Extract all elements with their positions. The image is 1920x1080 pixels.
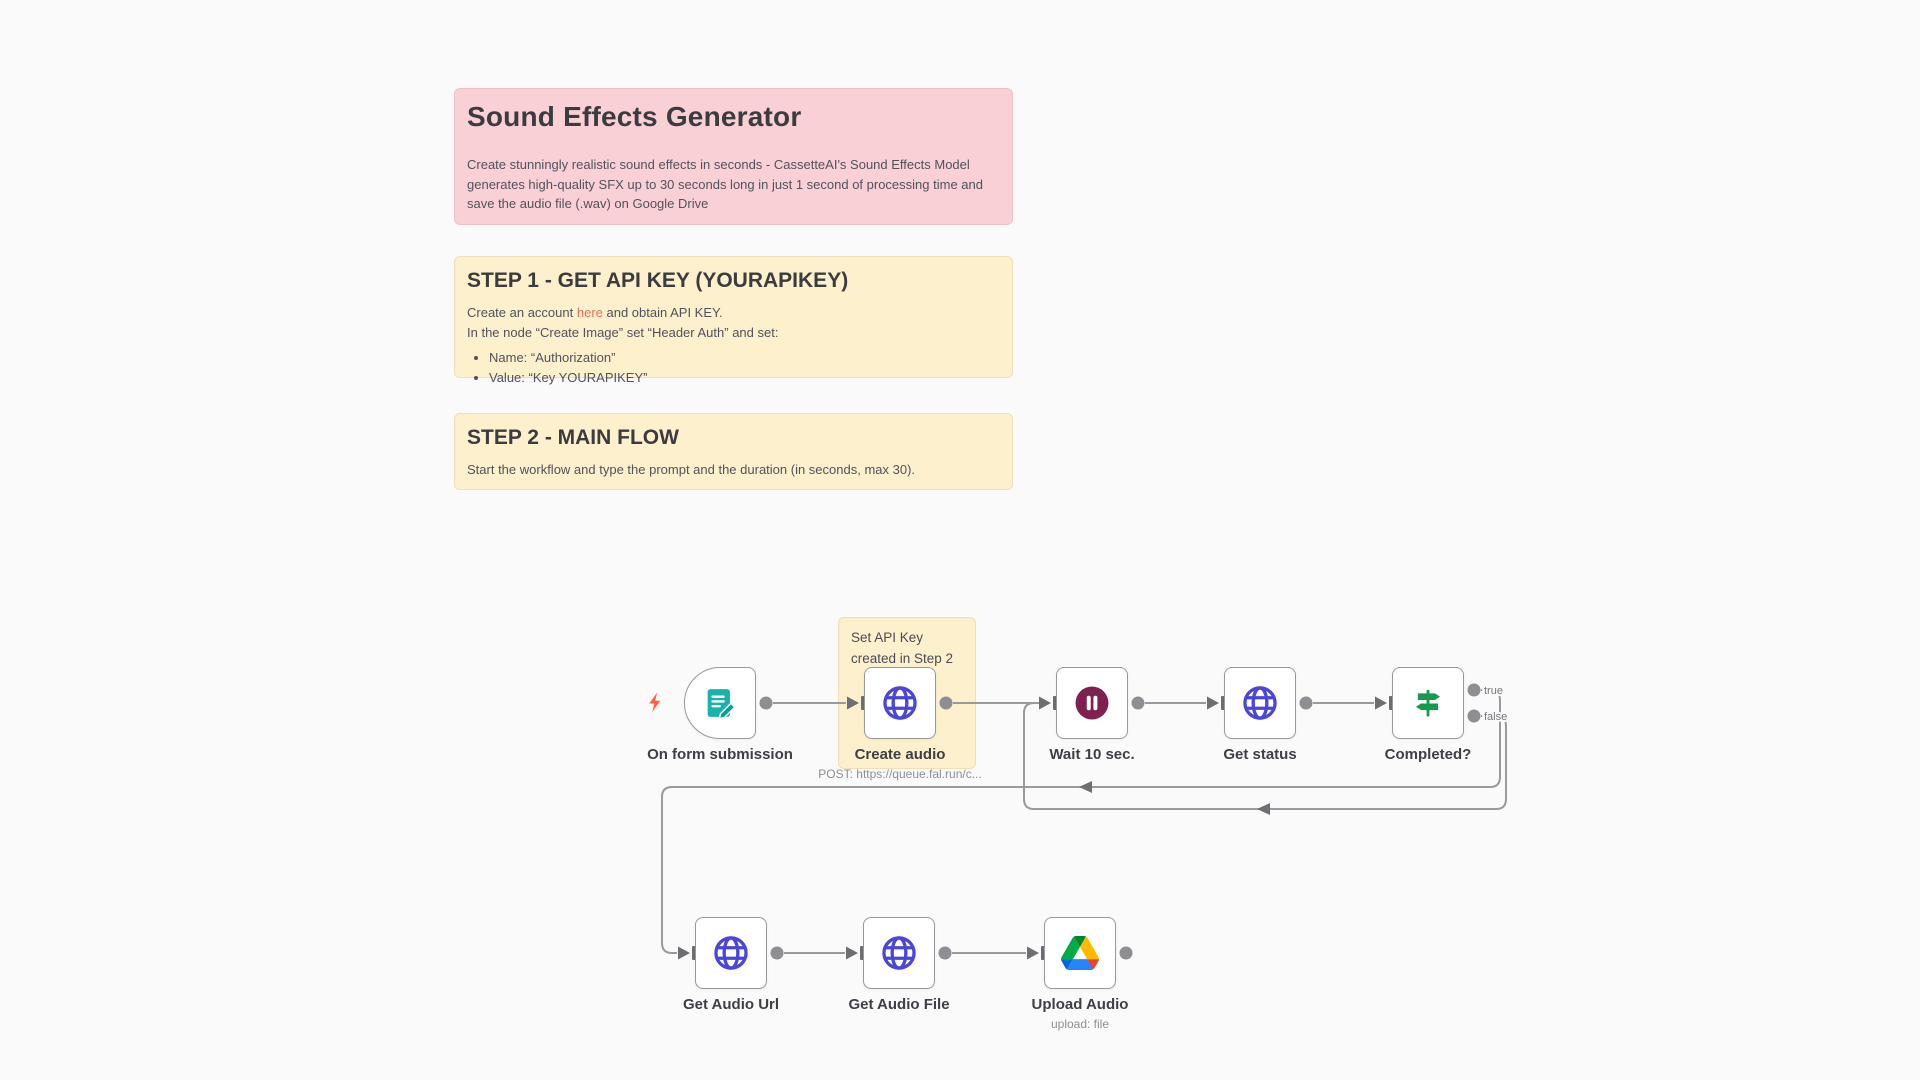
node-label: On form submission (647, 746, 793, 763)
step1-line2: In the node “Create Image” set “Header A… (467, 324, 779, 340)
lightning-bolt-icon (649, 692, 661, 713)
node-wait-10-sec[interactable]: Wait 10 sec. (1049, 667, 1135, 763)
node-sublabel: upload: file (1050, 1017, 1110, 1031)
node-box[interactable] (1392, 667, 1464, 739)
node-label: Completed? (1384, 746, 1472, 763)
node-label: Get Audio File (848, 996, 950, 1013)
step1-title: STEP 1 - GET API KEY (YOURAPIKEY) (467, 269, 849, 292)
node-box[interactable] (864, 667, 936, 739)
here-link[interactable]: here (576, 305, 603, 320)
node-label: Upload Audio (1031, 996, 1129, 1013)
node-box[interactable] (1044, 917, 1116, 989)
node-box[interactable] (1224, 667, 1296, 739)
sticky-note-step2[interactable]: STEP 2 - MAIN FLOW Start the workflow an… (454, 413, 1013, 490)
google-drive-icon (1061, 936, 1099, 970)
step2-title: STEP 2 - MAIN FLOW (467, 426, 679, 449)
http-globe-icon (883, 686, 917, 720)
step1-bullets: Name: “Authorization” Value: “Key YOURAP… (467, 349, 1000, 388)
sticky-title: Sound Effects Generator (467, 101, 802, 132)
sticky-note-step1[interactable]: STEP 1 - GET API KEY (YOURAPIKEY) Create… (454, 256, 1013, 385)
node-box[interactable] (684, 667, 756, 739)
node-label: Get Audio Url (682, 996, 780, 1013)
switch-signpost-icon (1415, 689, 1441, 717)
step2-body: Start the workflow and type the prompt a… (467, 462, 916, 477)
sticky-note-title[interactable]: Sound Effects Generator Create stunningl… (454, 88, 1013, 225)
node-upload-audio[interactable]: Upload Audio upload: file (1032, 917, 1128, 1031)
http-globe-icon (714, 936, 748, 970)
step1-bullet-value: Value: “Key YOURAPIKEY” (489, 369, 1000, 388)
node-on-form-submission[interactable]: On form submission (647, 667, 793, 763)
step1-bullet-name: Name: “Authorization” (489, 349, 1000, 368)
node-box[interactable] (695, 917, 767, 989)
node-completed[interactable]: Completed? (1385, 667, 1471, 763)
node-box[interactable] (1056, 667, 1128, 739)
pause-icon (1075, 686, 1109, 720)
sticky-title-body: Create stunningly realistic sound effect… (467, 157, 983, 211)
node-create-audio[interactable]: Create audio POST: https://queue.fal.run… (818, 667, 982, 781)
form-trigger-icon (707, 689, 736, 720)
node-get-status[interactable]: Get status (1223, 667, 1297, 763)
node-sublabel: POST: https://queue.fal.run/c... (818, 767, 982, 781)
http-globe-icon (882, 936, 916, 970)
node-get-audio-file[interactable]: Get Audio File (848, 917, 950, 1013)
api-key-note-text: Set API Key created in Step 2 (851, 630, 954, 666)
node-box[interactable] (863, 917, 935, 989)
node-label: Create audio (854, 746, 946, 763)
http-globe-icon (1243, 686, 1277, 720)
node-get-audio-url[interactable]: Get Audio Url (683, 917, 779, 1013)
step1-line1: Create an account here and obtain API KE… (467, 305, 723, 320)
